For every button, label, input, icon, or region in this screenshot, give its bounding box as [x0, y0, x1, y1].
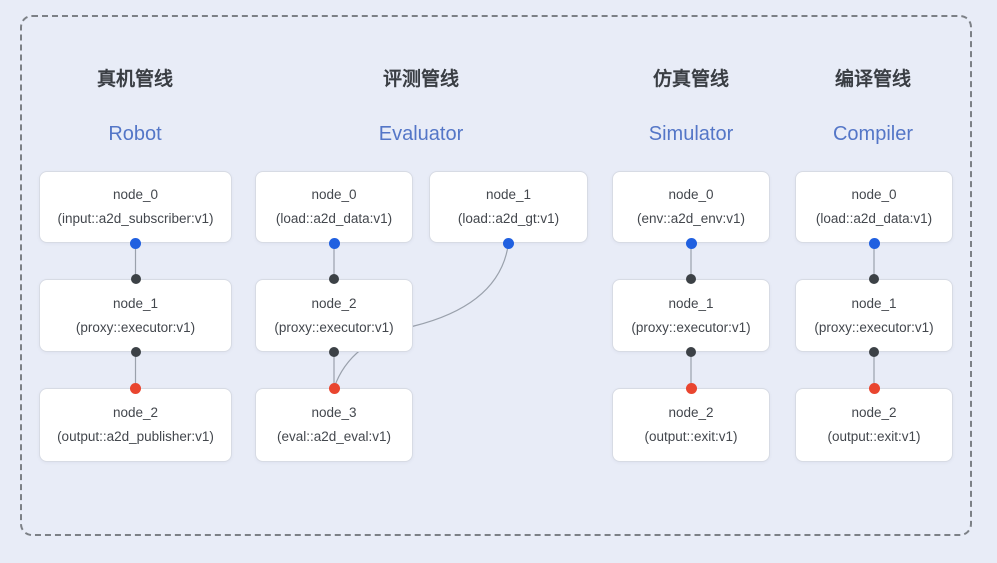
port-black-dot	[130, 274, 141, 284]
port-black-dot	[130, 347, 141, 357]
node-type: (output::exit:v1)	[644, 429, 738, 444]
header-en-compiler: Compiler	[832, 123, 914, 145]
node-type: (output::a2d_publisher:v1)	[57, 429, 214, 444]
node-compiler-0: node_0 (load::a2d_data:v1)	[795, 171, 953, 243]
port-black-dot	[686, 274, 696, 284]
node-evaluator-0: node_0 (load::a2d_data:v1)	[255, 171, 413, 243]
node-compiler-2: node_2 (output::exit:v1)	[795, 388, 953, 462]
node-evaluator-2: node_2 (proxy::executor:v1)	[255, 279, 413, 352]
node-title: node_0	[851, 187, 897, 202]
node-title: node_1	[668, 295, 714, 311]
node-robot-0: node_0 (input::a2d_subscriber:v1)	[39, 171, 232, 243]
node-evaluator-1: node_1 (load::a2d_gt:v1)	[429, 171, 588, 243]
header-zh-robot: 真机管线	[96, 69, 173, 90]
port-blue-dot	[130, 237, 141, 249]
node-evaluator-3: node_3 (eval::a2d_eval:v1)	[255, 388, 413, 462]
node-title: node_2	[112, 405, 159, 420]
header-en-simulator: Simulator	[648, 123, 734, 145]
port-red-dot	[328, 382, 340, 394]
header-zh-compiler: 编译管线	[834, 69, 911, 90]
node-title: node_1	[485, 187, 532, 202]
header-en-robot: Robot	[108, 123, 162, 145]
header-en-evaluator: Evaluator	[378, 123, 464, 145]
node-title: node_2	[668, 405, 714, 420]
port-black-dot	[329, 347, 339, 357]
node-title: node_2	[311, 295, 357, 311]
node-type: (proxy::executor:v1)	[75, 319, 196, 335]
header-zh-evaluator: 评测管线	[382, 69, 459, 90]
port-black-dot	[869, 274, 879, 284]
port-blue-dot	[328, 237, 340, 249]
node-type: (output::exit:v1)	[827, 429, 921, 444]
node-title: node_0	[112, 187, 159, 202]
node-type: (input::a2d_subscriber:v1)	[57, 211, 214, 226]
node-type: (env::a2d_env:v1)	[636, 211, 746, 226]
node-simulator-0: node_0 (env::a2d_env:v1)	[612, 171, 770, 243]
port-red-dot	[868, 382, 880, 394]
port-black-dot	[686, 347, 696, 357]
port-black-dot	[329, 274, 339, 284]
node-type: (eval::a2d_eval:v1)	[276, 429, 392, 444]
port-black-dot	[869, 347, 879, 357]
node-type: (proxy::executor:v1)	[814, 319, 934, 335]
node-compiler-1: node_1 (proxy::executor:v1)	[795, 279, 953, 352]
port-red-dot	[130, 382, 141, 394]
node-title: node_0	[311, 187, 357, 202]
node-simulator-1: node_1 (proxy::executor:v1)	[612, 279, 770, 352]
node-type: (load::a2d_gt:v1)	[457, 211, 560, 226]
node-title: node_2	[851, 405, 897, 420]
port-blue-dot	[868, 237, 880, 249]
node-robot-1: node_1 (proxy::executor:v1)	[39, 279, 232, 352]
node-type: (load::a2d_data:v1)	[815, 211, 933, 226]
node-type: (proxy::executor:v1)	[631, 319, 751, 335]
port-blue-dot	[503, 237, 514, 249]
node-simulator-2: node_2 (output::exit:v1)	[612, 388, 770, 462]
header-zh-simulator: 仿真管线	[652, 69, 729, 90]
node-type: (load::a2d_data:v1)	[275, 211, 393, 226]
port-blue-dot	[685, 237, 697, 249]
node-type: (proxy::executor:v1)	[274, 319, 394, 335]
node-title: node_1	[112, 295, 159, 311]
port-red-dot	[685, 382, 697, 394]
edge-eval-n1-n3-curve	[333, 242, 510, 389]
node-title: node_3	[311, 405, 357, 420]
node-title: node_1	[851, 295, 897, 311]
node-robot-2: node_2 (output::a2d_publisher:v1)	[39, 388, 232, 462]
node-title: node_0	[668, 187, 714, 202]
